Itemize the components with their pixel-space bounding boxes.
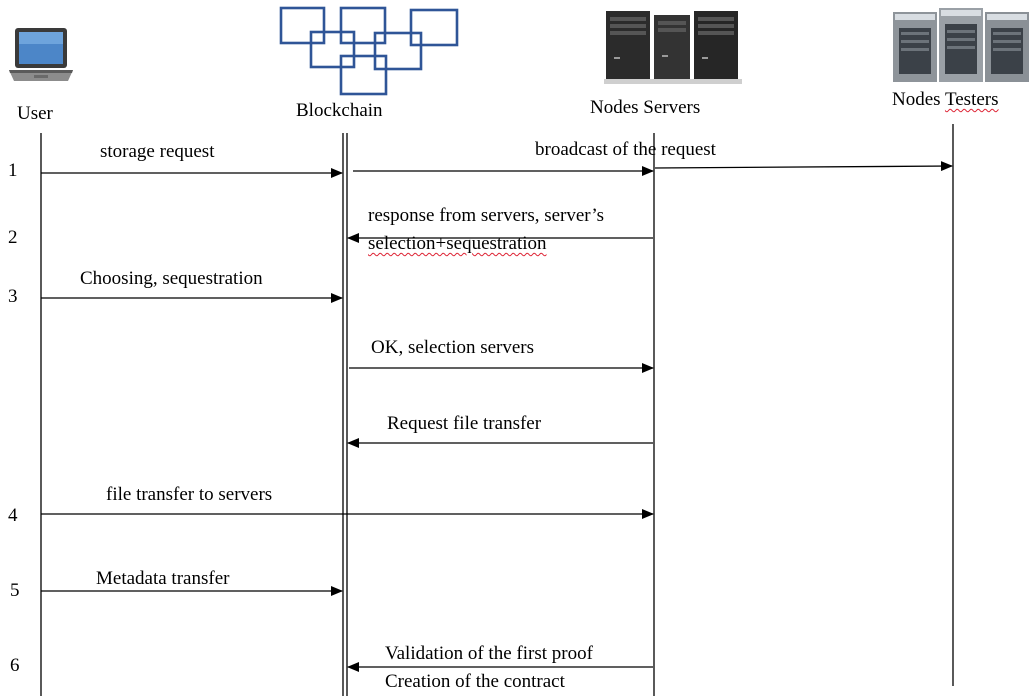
server-towers-icon bbox=[604, 11, 742, 84]
actor-label-testers-word: Testers bbox=[944, 89, 999, 110]
step-number-3: 3 bbox=[8, 286, 18, 307]
message-metadata-transfer: Metadata transfer bbox=[96, 568, 230, 589]
message-response-line2: selection+sequestration bbox=[368, 233, 547, 254]
actor-label-testers: Nodes Testers bbox=[892, 89, 999, 111]
message-validation-line2: Creation of the contract bbox=[385, 671, 565, 692]
step-number-5: 5 bbox=[10, 580, 20, 601]
actor-label-blockchain: Blockchain bbox=[296, 100, 383, 121]
server-rack-icon bbox=[893, 8, 1029, 82]
message-response-line1: response from servers, server’s bbox=[368, 205, 605, 226]
message-ok-selection-servers: OK, selection servers bbox=[371, 337, 535, 358]
actor-label-testers-prefix: Nodes bbox=[892, 89, 945, 110]
step-number-2: 2 bbox=[8, 227, 18, 248]
step-number-4: 4 bbox=[8, 505, 18, 526]
step-number-6: 6 bbox=[10, 655, 20, 676]
message-broadcast-of-request: broadcast of the request bbox=[535, 139, 716, 160]
message-request-file-transfer: Request file transfer bbox=[387, 413, 542, 434]
blockchain-blocks-icon bbox=[279, 6, 459, 96]
message-storage-request: storage request bbox=[100, 141, 215, 162]
actor-label-servers: Nodes Servers bbox=[590, 97, 701, 118]
arrow-broadcast-to-testers bbox=[654, 161, 953, 172]
message-validation-line1: Validation of the first proof bbox=[385, 643, 593, 664]
message-file-transfer-to-servers: file transfer to servers bbox=[106, 484, 273, 505]
actor-label-user: User bbox=[17, 103, 53, 124]
message-choosing-sequestration: Choosing, sequestration bbox=[80, 268, 263, 289]
laptop-icon bbox=[9, 28, 73, 81]
step-number-1: 1 bbox=[8, 160, 18, 181]
